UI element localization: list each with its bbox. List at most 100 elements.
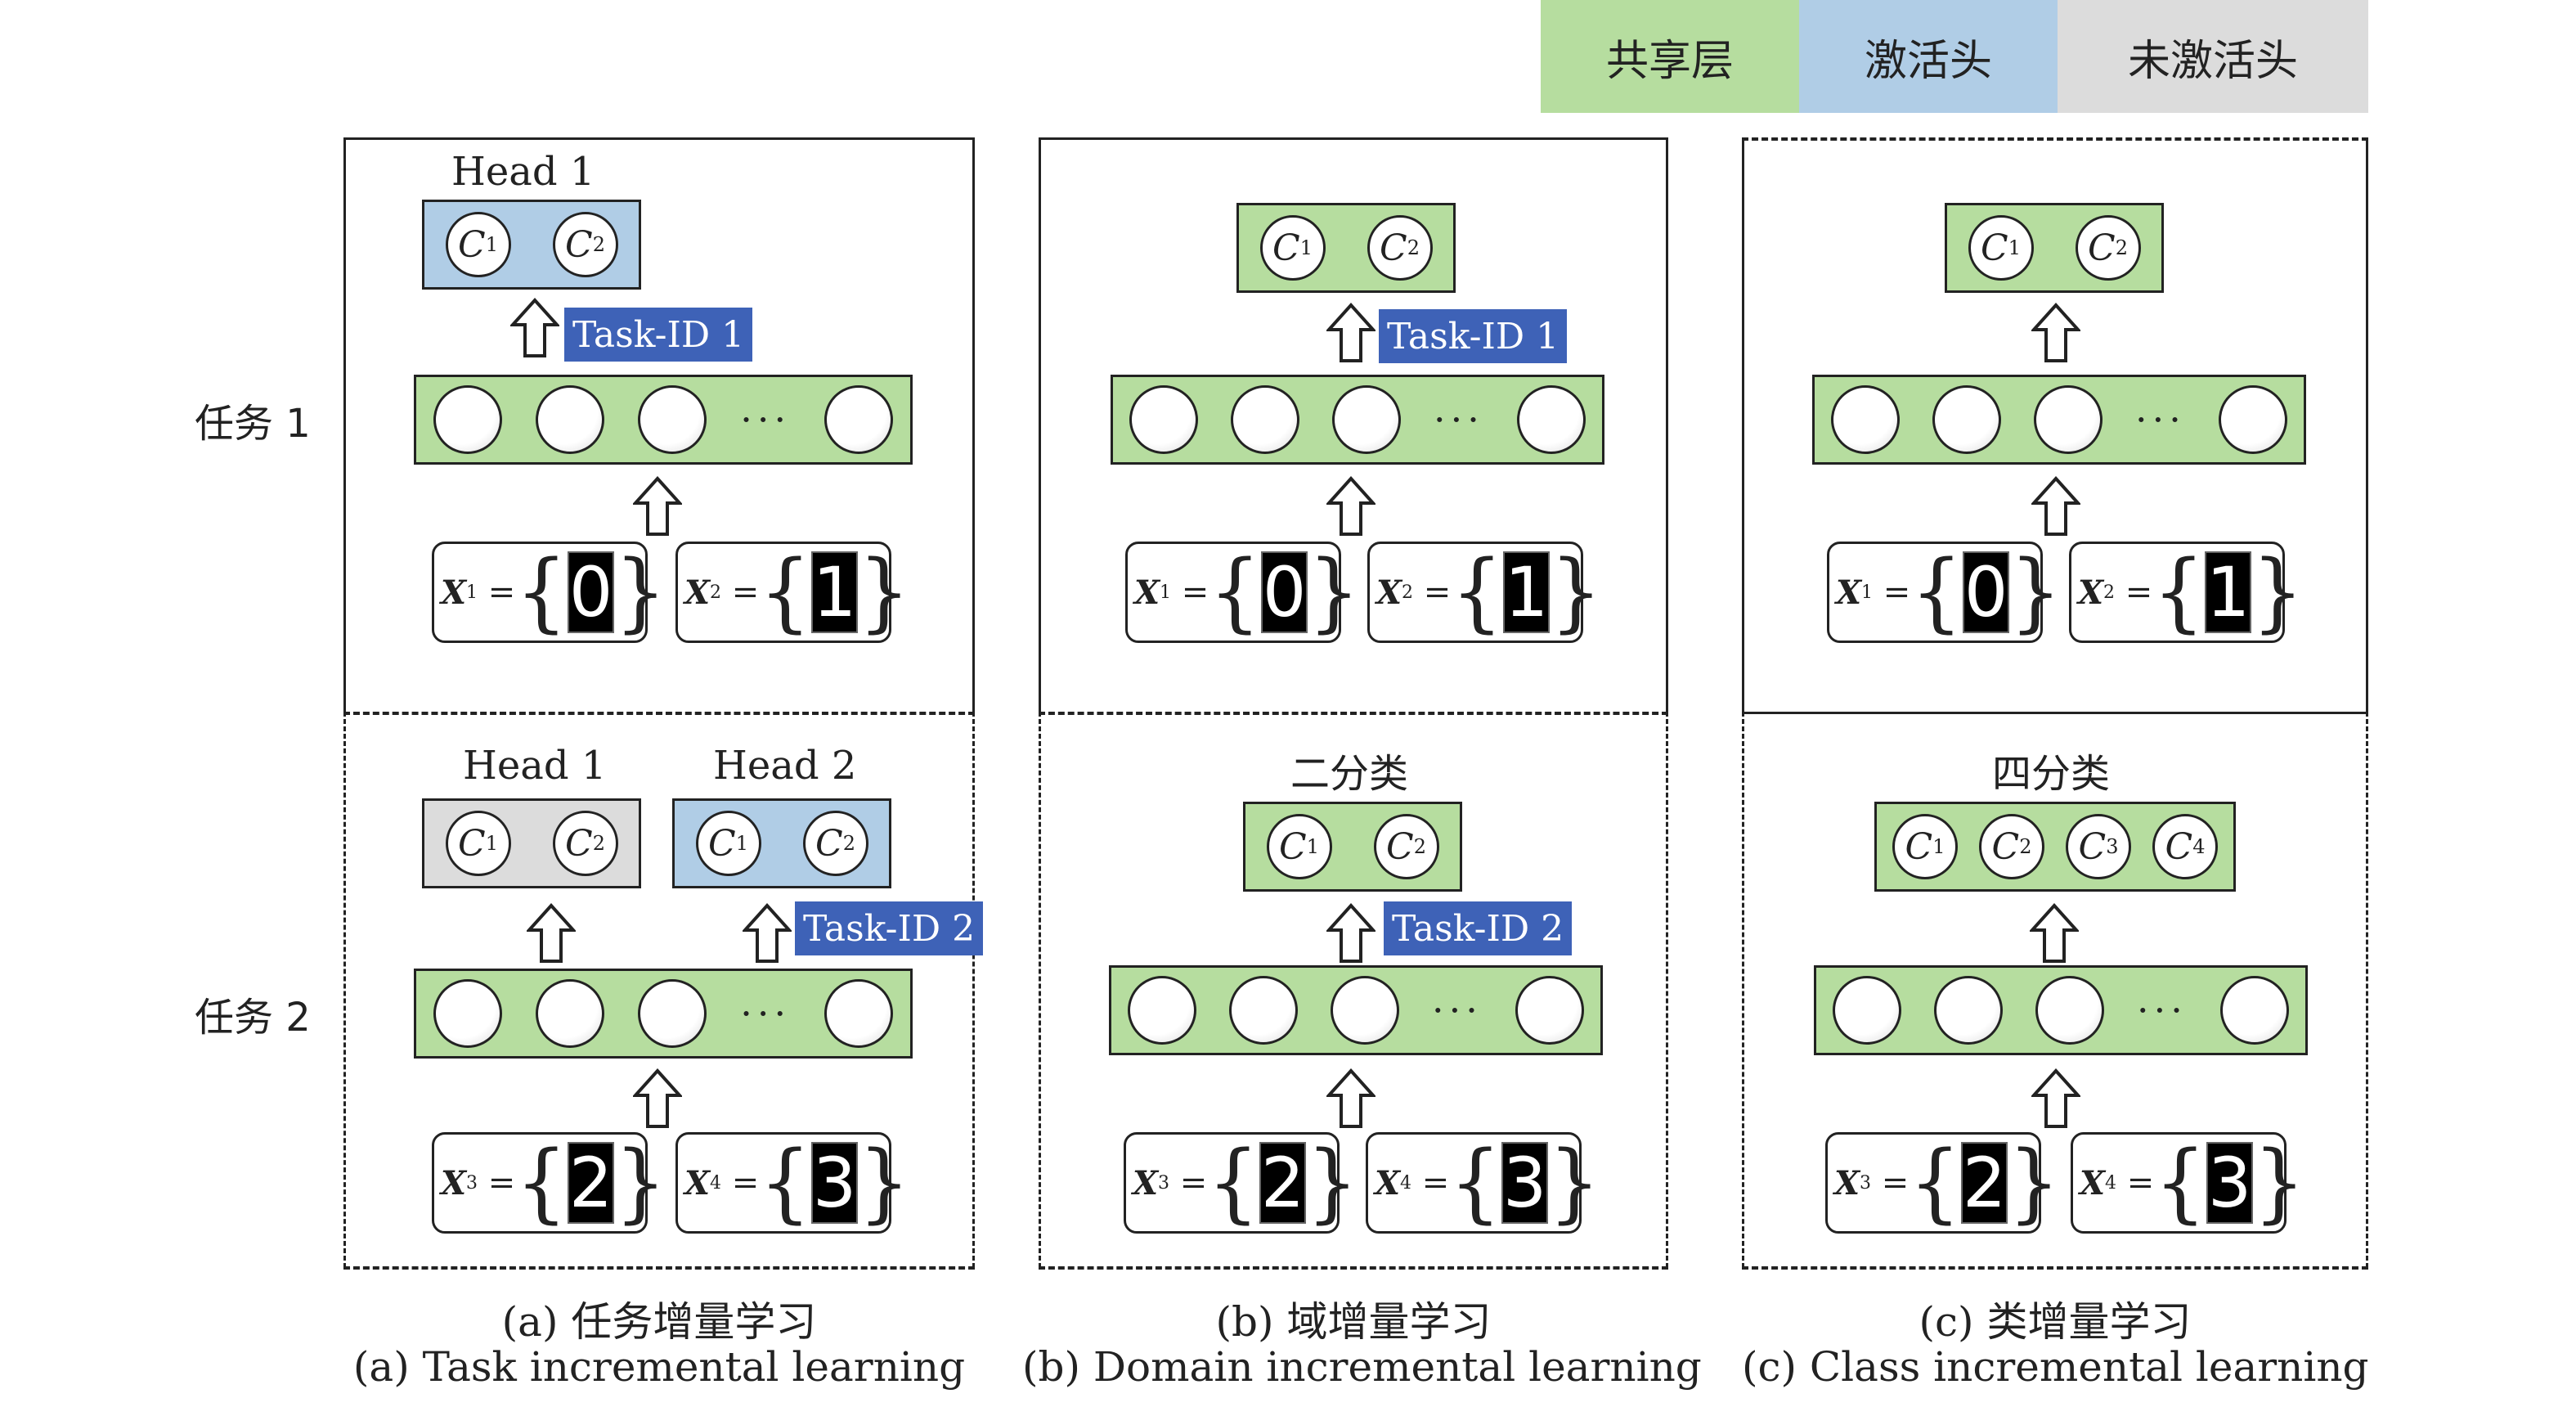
neuron-node bbox=[1231, 385, 1300, 454]
panel-c-shared-layer-t2: ··· bbox=[1814, 965, 2308, 1055]
neuron-node bbox=[2218, 385, 2287, 454]
panel-b-divider bbox=[1039, 712, 1668, 715]
panel-c-left-line bbox=[1742, 137, 1744, 713]
neuron-node bbox=[638, 385, 707, 454]
panel-a-left-dash bbox=[343, 712, 346, 1268]
up-arrow-icon bbox=[2031, 1068, 2080, 1128]
neuron-node bbox=[824, 385, 894, 454]
digit-image: 3 bbox=[2206, 1142, 2254, 1224]
neuron-node bbox=[1515, 976, 1584, 1045]
up-arrow-icon bbox=[633, 1068, 682, 1128]
up-arrow-icon bbox=[1326, 903, 1376, 963]
legend-shared: 共享层 bbox=[1541, 0, 1799, 113]
panel-a-bottom-dash bbox=[343, 1266, 975, 1270]
neuron-node bbox=[1833, 976, 1901, 1045]
panel-c-task2-label: 四分类 bbox=[1992, 751, 2111, 797]
neuron-node bbox=[1129, 385, 1198, 454]
digit-image: 2 bbox=[1960, 1142, 2008, 1224]
panel-a-taskid1: Task-ID 1 bbox=[564, 308, 753, 362]
panel-a-divider bbox=[343, 712, 975, 715]
panel-a-head1-label-t1: Head 1 bbox=[451, 149, 595, 195]
ellipsis: ··· bbox=[740, 991, 792, 1036]
row-label-task1: 任务 1 bbox=[195, 401, 311, 447]
panel-c-divider bbox=[1742, 712, 2368, 714]
neuron-node bbox=[638, 979, 707, 1048]
panel-a-taskid2: Task-ID 2 bbox=[795, 901, 984, 955]
up-arrow-icon bbox=[633, 476, 682, 536]
panel-b-caption-en: (b) Domain incremental learning bbox=[1022, 1343, 1702, 1391]
up-arrow-icon bbox=[743, 903, 792, 963]
neuron-node bbox=[433, 979, 502, 1048]
digit-image: 1 bbox=[2204, 551, 2252, 633]
neuron-node bbox=[1332, 385, 1402, 454]
panel-b-shared-layer-t2: ··· bbox=[1109, 965, 1603, 1055]
legend-active: 激活头 bbox=[1799, 0, 2058, 113]
neuron-node bbox=[1932, 385, 2002, 454]
legend-active-label: 激活头 bbox=[1864, 36, 1992, 86]
panel-b-taskid2: Task-ID 2 bbox=[1384, 901, 1573, 955]
neuron-node bbox=[1128, 976, 1196, 1045]
panel-a-shared-layer-t2: ··· bbox=[414, 969, 913, 1059]
digit-image: 0 bbox=[1962, 551, 2010, 633]
neuron-node bbox=[1831, 385, 1900, 454]
neuron-node bbox=[2219, 976, 2289, 1045]
up-arrow-icon bbox=[2031, 303, 2080, 362]
panel-b-shared-layer-t1: ··· bbox=[1111, 375, 1604, 465]
ellipsis: ··· bbox=[1434, 398, 1484, 442]
panel-c-right-line bbox=[2366, 137, 2368, 713]
panel-a-caption-en: (a) Task incremental learning bbox=[352, 1343, 966, 1391]
up-arrow-icon bbox=[1326, 476, 1376, 536]
ellipsis: ··· bbox=[1432, 988, 1483, 1032]
up-arrow-icon bbox=[1326, 1068, 1376, 1128]
legend-shared-label: 共享层 bbox=[1605, 36, 1734, 86]
panel-a-caption-cn: (a) 任务增量学习 bbox=[501, 1298, 817, 1346]
digit-image: 0 bbox=[1260, 551, 1308, 633]
panel-a-right-dash bbox=[972, 712, 975, 1268]
neuron-node bbox=[535, 979, 604, 1048]
neuron-node bbox=[1516, 385, 1586, 454]
up-arrow-icon bbox=[1326, 303, 1376, 362]
ellipsis: ··· bbox=[2135, 398, 2186, 442]
panel-c-right-dash bbox=[2366, 712, 2368, 1268]
panel-c-bottom-dash bbox=[1742, 1266, 2368, 1270]
panel-b-task1-frame bbox=[1039, 137, 1668, 713]
panel-b-bottom-dash bbox=[1039, 1266, 1668, 1270]
legend-inactive: 未激活头 bbox=[2058, 0, 2368, 113]
panel-b-right-dash bbox=[1666, 712, 1668, 1268]
panel-c-caption-en: (c) Class incremental learning bbox=[1742, 1343, 2369, 1391]
neuron-node bbox=[535, 385, 604, 454]
neuron-node bbox=[824, 979, 894, 1048]
legend-inactive-label: 未激活头 bbox=[2127, 36, 2298, 86]
panel-b-left-dash bbox=[1039, 712, 1041, 1268]
digit-image: 2 bbox=[1259, 1142, 1307, 1224]
neuron-node bbox=[2034, 385, 2103, 454]
panel-b-caption-cn: (b) 域增量学习 bbox=[1215, 1298, 1492, 1346]
digit-image: 3 bbox=[1501, 1142, 1549, 1224]
panel-c-left-dash bbox=[1742, 712, 1744, 1268]
panel-c-top-dash bbox=[1742, 137, 2368, 141]
